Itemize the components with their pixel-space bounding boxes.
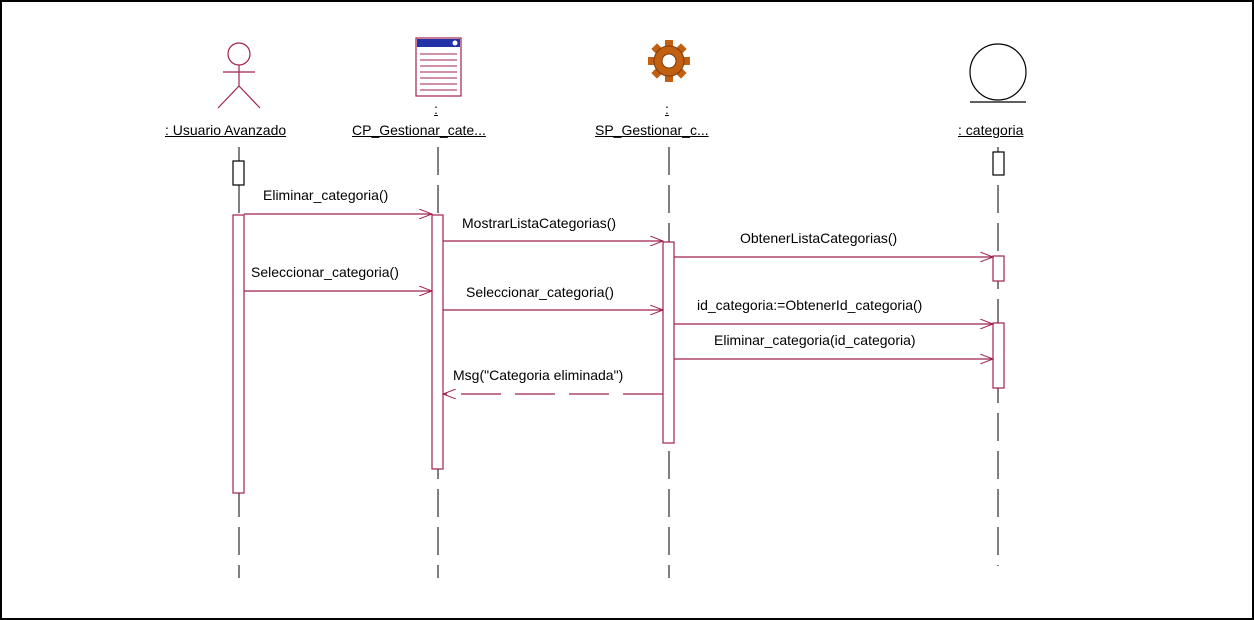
lifeline-label-categoria: : categoria [958,122,1024,138]
message-label-msg-return: Msg("Categoria eliminada") [453,367,624,383]
message-arrows [244,214,993,394]
message-label-eliminar-categoria: Eliminar_categoria() [263,187,389,203]
window-icon [415,37,462,97]
activation-usuario [232,214,245,494]
message-label-obtener-id: id_categoria:=ObtenerId_categoria() [697,297,923,313]
activations [232,151,1005,494]
message-label-seleccionar-1: Seleccionar_categoria() [251,264,399,280]
lifeline-label-cp-stereotype: : [434,101,438,117]
activation-categoria-2 [992,322,1005,389]
lifelines [238,147,999,578]
activation-usuario-top [232,160,245,186]
message-label-eliminar-id: Eliminar_categoria(id_categoria) [714,332,916,348]
gear-icon [648,40,690,82]
entity-circle-icon [969,43,1027,103]
message-label-obtener-lista: ObtenerListaCategorias() [740,230,898,246]
activation-sp [662,241,675,444]
message-label-seleccionar-2: Seleccionar_categoria() [466,284,614,300]
activation-categoria-top [992,151,1005,176]
lifeline-label-sp-stereotype: : [665,101,669,117]
activation-categoria-1 [992,255,1005,282]
activation-cp [431,214,444,470]
message-label-mostrar-lista: MostrarListaCategorias() [462,215,617,231]
lifeline-label-sp: SP_Gestionar_c... [595,122,709,138]
lifeline-label-usuario: : Usuario Avanzado [165,122,287,138]
actor-icon [217,42,261,109]
lifeline-label-cp: CP_Gestionar_cate... [352,122,486,138]
